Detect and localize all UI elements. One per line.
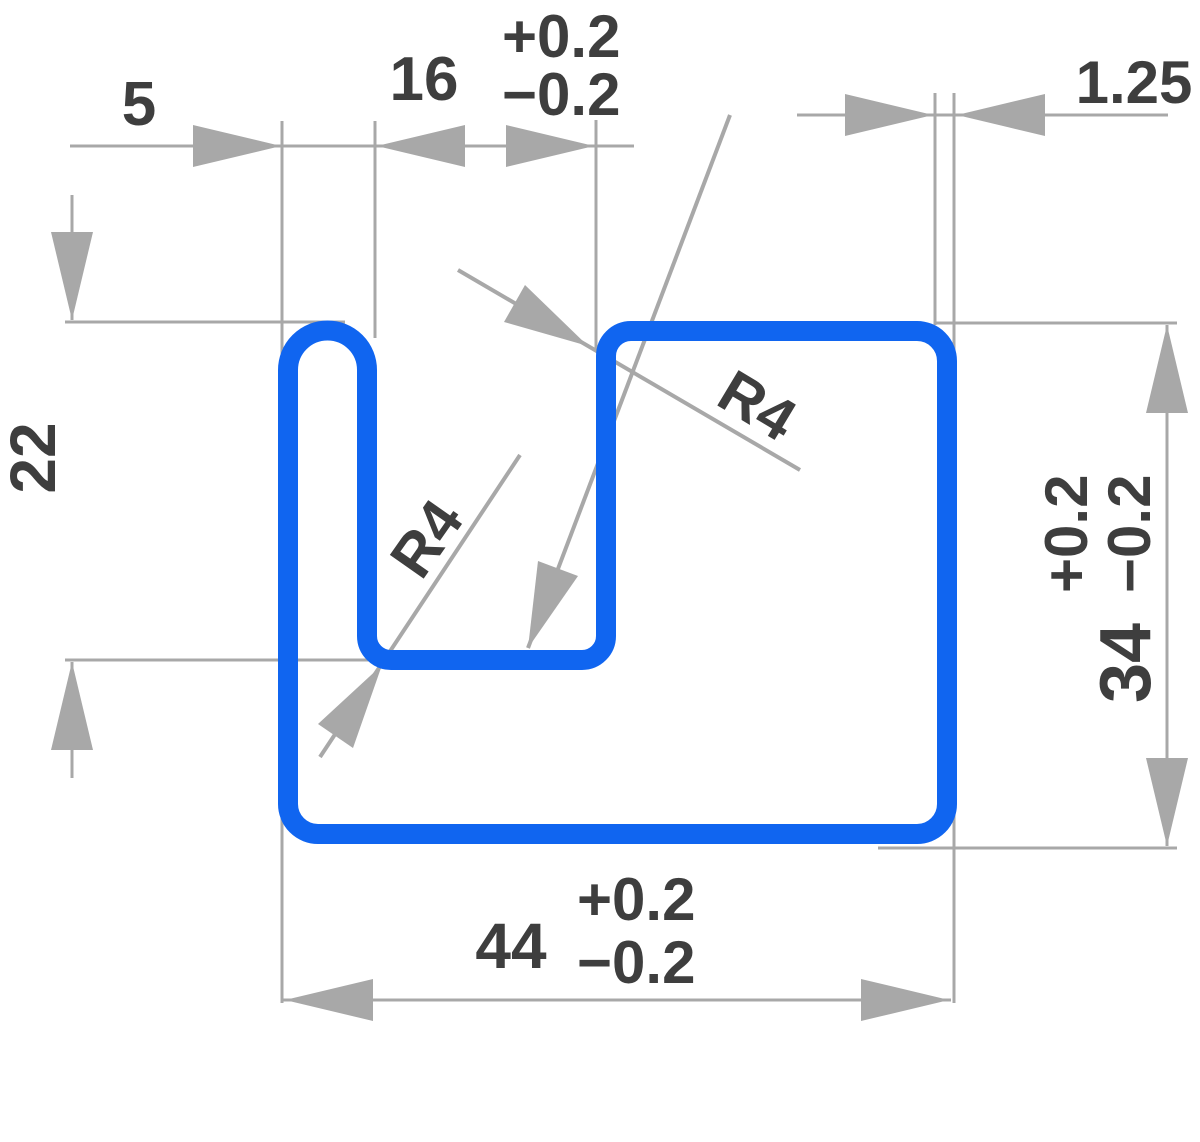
wall-thickness-left-arrow — [845, 94, 933, 136]
width-tolerance-minus: −0.2 — [577, 929, 695, 996]
height-top-arrow — [1146, 325, 1188, 413]
width-right-arrow — [861, 979, 949, 1021]
slot-depth-label-group: 22 — [0, 422, 69, 493]
slot-width-tolerance-minus: −0.2 — [502, 61, 620, 128]
profile-outline — [278, 320, 957, 844]
height-label-group: 34 +0.2 −0.2 — [1033, 475, 1166, 704]
offset-left-label: 5 — [122, 70, 156, 139]
slot-width-left-arrow — [377, 125, 465, 167]
radius-lower-arrow — [318, 665, 382, 748]
slot-width-label: 16 — [390, 45, 459, 114]
overall-height-label: 34 — [1086, 623, 1166, 703]
slot-depth-bottom-arrow — [51, 662, 93, 750]
slot-floor-arrow — [528, 561, 578, 648]
height-bottom-arrow — [1146, 758, 1188, 846]
width-left-arrow — [285, 979, 373, 1021]
dimension-labels: 5 16 +0.2 −0.2 1.25 22 34 +0.2 −0.2 44 +… — [0, 3, 1192, 996]
height-tolerance-minus: −0.2 — [1096, 475, 1163, 593]
radius-upper-arrow — [504, 285, 588, 346]
slot-width-right-arrow — [506, 125, 594, 167]
offset-right-arrow — [193, 125, 281, 167]
slot-width-tolerance-plus: +0.2 — [502, 3, 620, 70]
corner-radius-upper-label: R4 — [707, 357, 808, 454]
height-tolerance-plus: +0.2 — [1033, 475, 1100, 593]
slot-depth-top-arrow — [51, 232, 93, 320]
radius-lower-label-group: R4 — [377, 488, 476, 590]
wall-thickness-label: 1.25 — [1076, 49, 1193, 116]
overall-width-label: 44 — [475, 910, 547, 982]
leader-line-slot-floor — [526, 114, 732, 649]
width-tolerance-plus: +0.2 — [577, 866, 695, 933]
slot-depth-label: 22 — [0, 422, 69, 493]
wall-thickness-right-arrow — [957, 94, 1045, 136]
corner-radius-lower-label: R4 — [377, 488, 476, 590]
dimension-arrowheads — [51, 94, 1188, 1021]
radius-upper-label-group: R4 — [707, 357, 808, 454]
